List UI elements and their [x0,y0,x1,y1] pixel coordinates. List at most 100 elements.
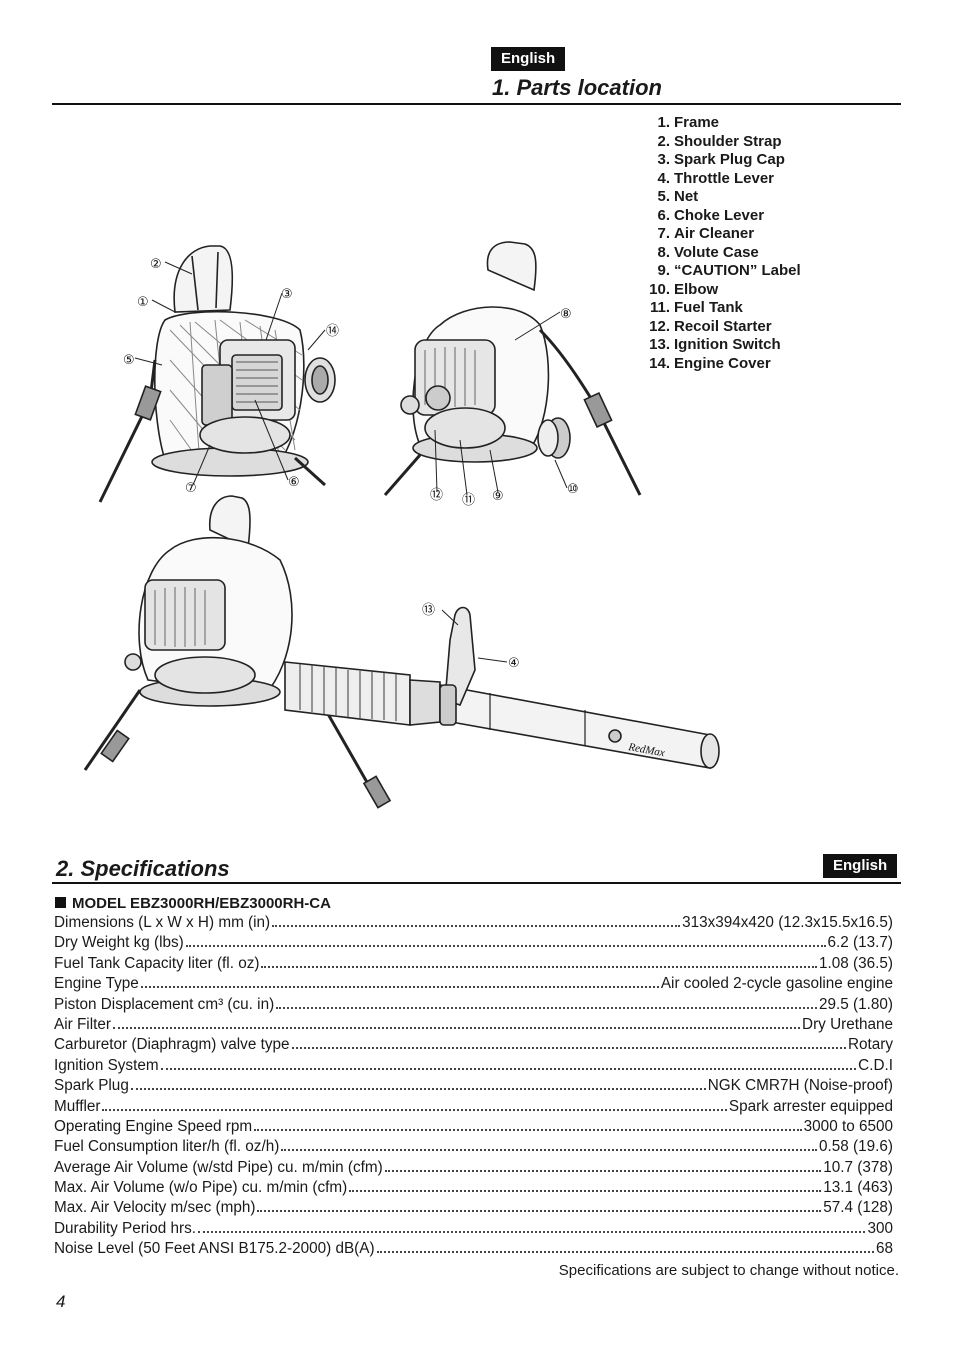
part-name: Volute Case [674,243,759,261]
part-number: 14. [649,354,670,372]
parts-list-item: 13.Ignition Switch [640,336,801,355]
spec-value: NGK CMR7H (Noise-proof) [707,1077,893,1095]
spec-label: Operating Engine Speed rpm [54,1117,253,1135]
spec-value: 10.7 (378) [823,1158,893,1176]
dot-leader [112,1026,801,1029]
callout-numbers: ② ① ③ ⑭ ⑤ ⑦ ⑥ ⑧ ⑫ ⑪ ⑨ ⑩ ⑬ ④ [123,257,579,671]
spec-label: Muffler [54,1097,101,1115]
callout-9: ⑨ [492,489,504,504]
spec-value: 6.2 (13.7) [827,934,893,952]
part-number: 7. [657,225,670,242]
part-name: Elbow [674,280,719,298]
parts-list-item: 1.Frame [640,114,801,133]
blower-bottom-view [83,495,720,809]
dot-leader [376,1251,874,1254]
part-number: 4. [657,169,670,187]
part-number: 3. [657,151,670,168]
part-number: 11. [649,299,670,316]
spec-row: Dry Weight kg (lbs) 6.2 (13.7) [54,934,893,954]
part-number: 8. [657,243,670,261]
square-bullet-icon [55,897,66,908]
spec-label: Carburetor (Diaphragm) valve type [54,1036,290,1054]
blower-left-view [98,245,336,503]
dot-leader [276,1006,818,1009]
spec-value: Air cooled 2-cycle gasoline engine [660,975,893,993]
spec-label: Average Air Volume (w/std Pipe) cu. m/mi… [54,1158,383,1176]
part-number: 12. [649,317,670,335]
spec-value: 57.4 (128) [823,1199,893,1217]
dot-leader [254,1128,802,1131]
parts-list-item: 8.Volute Case [640,244,801,263]
part-number: 1. [657,114,670,131]
dot-leader [130,1088,706,1091]
part-name: Engine Cover [674,354,771,372]
dot-leader [384,1169,822,1172]
spec-label: Dry Weight kg (lbs) [54,934,184,952]
parts-list-item: 7.Air Cleaner [640,225,801,244]
dot-leader [197,1230,866,1233]
callout-11: ⑪ [462,493,475,508]
spec-row: Muffler Spark arrester equipped [54,1098,893,1118]
parts-list-item: 9.“CAUTION” Label [640,262,801,281]
spec-value: Spark arrester equipped [728,1097,893,1115]
spec-row: Dimensions (L x W x H) mm (in)313x394x42… [54,914,893,934]
spec-row: Max. Air Velocity m/sec (mph)57.4 (128) [54,1199,893,1219]
spec-value: 68 [875,1240,893,1258]
callout-8: ⑧ [560,307,572,322]
spec-row: Durability Period hrs.300 [54,1220,893,1240]
parts-list-item: 14.Engine Cover [640,355,801,374]
part-number: 6. [657,206,670,224]
spec-value: 313x394x420 (12.3x15.5x16.5) [682,914,893,931]
spec-row: Max. Air Volume (w/o Pipe) cu. m/min (cf… [54,1179,893,1199]
parts-list-item: 10.Elbow [640,281,801,300]
callout-12: ⑫ [430,488,443,503]
blower-right-view [383,241,642,496]
page-number: 4 [56,1292,66,1311]
callout-1: ① [137,295,149,310]
spec-label: Max. Air Volume (w/o Pipe) cu. m/min (cf… [54,1179,348,1197]
callout-leader-lines [134,261,568,663]
language-badge: English [823,854,898,878]
language-badge: English [491,47,566,71]
spec-row: Fuel Tank Capacity liter (fl. oz)1.08 (3… [54,955,893,975]
spec-row: Average Air Volume (w/std Pipe) cu. m/mi… [54,1159,893,1179]
parts-list-item: 4.Throttle Lever [640,170,801,189]
callout-14: ⑭ [326,324,339,339]
divider [52,882,901,884]
parts-list-item: 2.Shoulder Strap [640,133,801,152]
part-number: 2. [657,132,670,150]
part-name: Recoil Starter [674,317,772,335]
model-text: MODEL EBZ3000RH/EBZ3000RH-CA [72,895,331,912]
spec-value: 3000 to 6500 [803,1117,893,1135]
part-name: Shoulder Strap [674,132,782,150]
callout-7: ⑦ [185,481,197,496]
callout-4: ④ [508,656,520,671]
callout-3: ③ [281,287,293,302]
part-number: 10. [649,280,670,298]
dot-leader [261,965,818,968]
spec-value: 13.1 (463) [823,1179,893,1197]
spec-note: Specifications are subject to change wit… [558,1262,899,1279]
spec-label: Fuel Consumption liter/h (fl. oz/h) [54,1138,280,1156]
spec-label: Piston Displacement cm³ (cu. in) [54,995,275,1013]
part-number: 5. [657,188,670,205]
part-name: Throttle Lever [674,169,775,187]
parts-list-item: 11.Fuel Tank [640,299,801,318]
part-name: Net [674,188,699,205]
part-name: “CAUTION” Label [674,262,801,279]
dot-leader [281,1149,818,1152]
spec-value: 0.58 (19.6) [819,1138,893,1156]
callout-5: ⑤ [123,353,135,368]
dot-leader [160,1067,857,1070]
spec-table: Dimensions (L x W x H) mm (in)313x394x42… [54,914,893,1261]
model-line: MODEL EBZ3000RH/EBZ3000RH-CA [55,895,331,912]
dot-leader [185,945,826,948]
spec-value: Dry Urethane [802,1015,893,1033]
dot-leader [291,1047,846,1050]
spec-row: Noise Level (50 Feet ANSI B175.2-2000) d… [54,1240,893,1260]
parts-list-item: 5.Net [640,188,801,207]
